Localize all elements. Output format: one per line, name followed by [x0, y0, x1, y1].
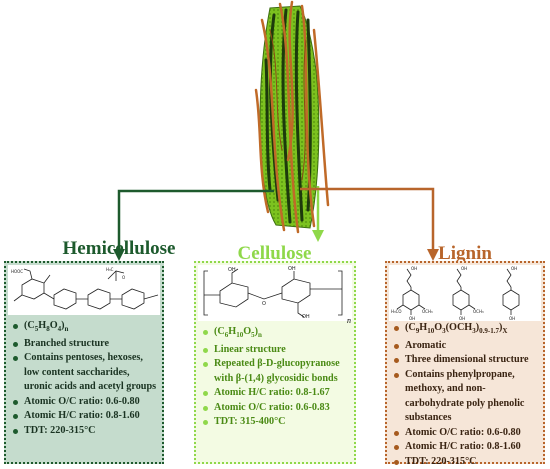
lignin-properties: (C9H10O3(OCH3)0.9-1.7)X Aromatic Three d…	[393, 321, 539, 469]
lignin-structure-drawing: OH H₃CO OCH₃ OH OH OCH₃ OH OH OH	[391, 266, 520, 321]
svg-text:HOOC: HOOC	[11, 269, 23, 274]
hemicellulose-property: TDT: 220-315°C	[12, 424, 158, 439]
cellulose-property: TDT: 315-400°C	[202, 415, 350, 430]
cellulose-formula: (C6H10O5)n	[202, 325, 350, 343]
svg-text:OH: OH	[409, 316, 415, 321]
lignin-panel: OH H₃CO OCH₃ OH OH OCH₃ OH OH OH (C9H10O…	[385, 261, 545, 467]
lignin-arrow	[300, 187, 435, 252]
svg-text:OCH₃: OCH₃	[473, 309, 484, 314]
hemicellulose-structure-drawing: HOOC H₃C O	[11, 267, 159, 310]
cellulose-repeat-n: n	[347, 316, 351, 325]
lignin-property: Atomic H/C ratio: 0.8-1.60	[393, 440, 539, 455]
svg-text:OH: OH	[511, 266, 517, 271]
hemicellulose-property: Branched structure	[12, 337, 158, 352]
cellulose-structure: OH O OH OH	[198, 265, 352, 321]
svg-text:OH: OH	[302, 314, 310, 320]
hemicellulose-panel: HOOC H₃C O (C5H8O4)n Branched structure …	[4, 261, 164, 464]
cellulose-property: Linear structure	[202, 343, 350, 358]
svg-text:OH: OH	[228, 267, 236, 273]
lignocellulose-fiber-illustration	[254, 0, 330, 234]
hemicellulose-formula: (C5H8O4)n	[12, 319, 158, 337]
svg-text:OH: OH	[461, 266, 467, 271]
svg-text:OH: OH	[459, 316, 465, 321]
cellulose-property: Atomic O/C ratio: 0.6-0.83	[202, 401, 350, 416]
svg-text:O: O	[262, 301, 266, 307]
lignin-arrowhead	[427, 249, 439, 261]
cellulose-property: Atomic H/C ratio: 0.8-1.67	[202, 386, 350, 401]
cellulose-title: Cellulose	[237, 243, 312, 264]
hemicellulose-arrowhead	[113, 249, 125, 261]
lignin-title: Lignin	[438, 243, 492, 264]
lignin-property: TDT: 220-315°C	[393, 455, 539, 469]
cellulose-arrowhead	[312, 230, 324, 242]
lignin-property: Contains phenylpropane, methoxy, and non…	[393, 368, 539, 426]
svg-text:OH: OH	[411, 266, 417, 271]
lignin-structure: OH H₃CO OCH₃ OH OH OCH₃ OH OH OH	[389, 265, 541, 321]
svg-text:O: O	[122, 275, 125, 280]
svg-text:OH: OH	[288, 266, 296, 272]
cellulose-structure-drawing: OH O OH OH	[203, 266, 343, 320]
hemicellulose-property: Atomic O/C ratio: 0.6-0.80	[12, 395, 158, 410]
hemicellulose-arrow	[117, 189, 274, 252]
cellulose-panel: OH O OH OH n (C6H10O5)n Linear structure…	[194, 261, 356, 464]
hemicellulose-properties: (C5H8O4)n Branched structure Contains pe…	[12, 319, 158, 438]
hemicellulose-property: Atomic H/C ratio: 0.8-1.60	[12, 409, 158, 424]
lignin-property: Three dimensional structure	[393, 353, 539, 368]
svg-text:H₃C: H₃C	[106, 267, 114, 272]
lignin-formula: (C9H10O3(OCH3)0.9-1.7)X	[393, 321, 539, 339]
hemicellulose-structure: HOOC H₃C O	[8, 265, 160, 315]
lignin-property: Aromatic	[393, 339, 539, 354]
svg-text:H₃CO: H₃CO	[391, 309, 402, 314]
hemicellulose-property: Contains pentoses, hexoses, low content …	[12, 351, 158, 395]
hemicellulose-title: Hemicellulose	[62, 238, 176, 259]
cellulose-property: Repeated β-D-glucopyranose with β-(1,4) …	[202, 357, 350, 386]
lignin-property: Atomic O/C ratio: 0.6-0.80	[393, 426, 539, 441]
svg-text:OCH₃: OCH₃	[422, 309, 433, 314]
cellulose-properties: (C6H10O5)n Linear structure Repeated β-D…	[202, 325, 350, 430]
svg-text:OH: OH	[509, 316, 515, 321]
